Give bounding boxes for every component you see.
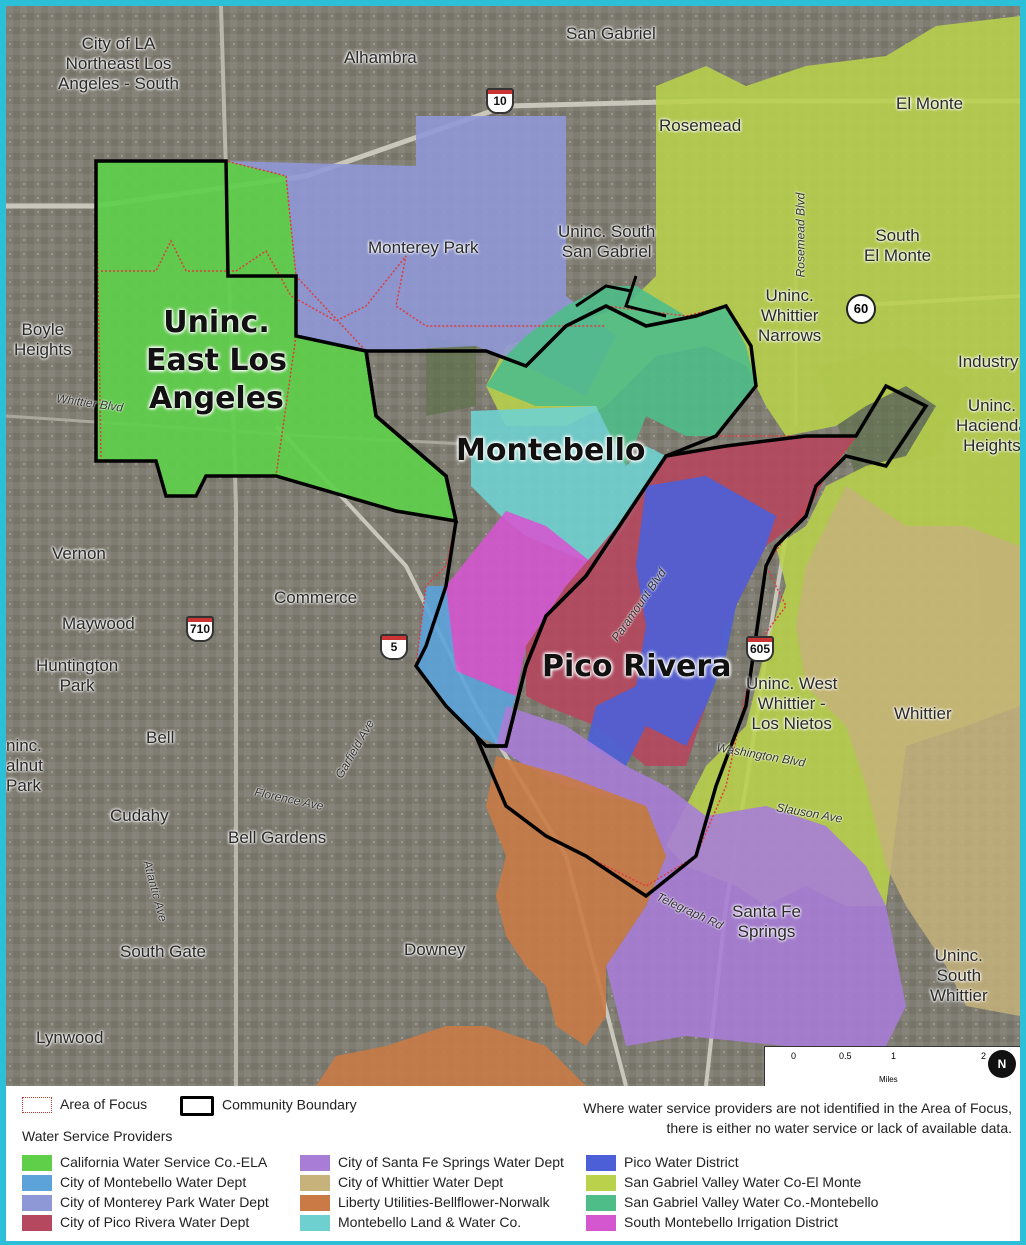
legend-provider-7: Montebello Land & Water Co.	[300, 1214, 521, 1232]
label-city-of-la: City of LA Northeast Los Angeles - South	[58, 34, 179, 93]
zone-south-montebello-irrigation	[446, 511, 596, 696]
i10-shield-icon: 10	[486, 88, 514, 114]
legend-swatch	[300, 1215, 330, 1232]
zone-pico-water-district	[586, 476, 776, 766]
zone-montebello-water	[416, 586, 516, 746]
label-maywood: Maywood	[62, 614, 135, 633]
legend-area-of-focus: Area of Focus	[22, 1096, 147, 1114]
legend: Area of Focus Community Boundary Where w…	[6, 1086, 1020, 1241]
scale-unit: Miles	[879, 1075, 898, 1084]
legend-provider-4: City of Santa Fe Springs Water Dept	[300, 1154, 564, 1172]
legend-swatch	[586, 1215, 616, 1232]
legend-provider-11: South Montebello Irrigation District	[586, 1214, 838, 1232]
label-whittier: Whittier	[894, 704, 952, 723]
label-uninc-whittier-narrows: Uninc. Whittier Narrows	[758, 286, 822, 345]
north-arrow-icon: N	[988, 1050, 1016, 1078]
label-monterey-park: Monterey Park	[368, 238, 479, 257]
i605-shield-icon: 605	[746, 636, 774, 662]
zone-whittier-water	[796, 486, 1020, 1016]
legend-swatch	[22, 1195, 52, 1212]
label-lynwood: Lynwood	[36, 1028, 104, 1047]
legend-swatch	[22, 1215, 52, 1232]
scale-bar: 0 0.5 1 2 Miles	[764, 1046, 1020, 1086]
boundary-pico-rivera	[474, 383, 929, 899]
legend-provider-5: City of Whittier Water Dept	[300, 1174, 503, 1192]
label-uninc-south-san-gabriel: Uninc. South San Gabriel	[558, 222, 656, 261]
label-boyle-heights: Boyle Heights	[14, 320, 72, 359]
legend-provider-9: San Gabriel Valley Water Co-El Monte	[586, 1174, 861, 1192]
label-uninc-hacienda-heights: Uninc. Hacienda Heights	[956, 396, 1020, 455]
legend-swatch	[22, 1175, 52, 1192]
label-downey: Downey	[404, 940, 466, 959]
legend-swatch	[300, 1175, 330, 1192]
label-montebello: Montebello	[456, 433, 646, 468]
legend-provider-6: Liberty Utilities-Bellflower-Norwalk	[300, 1194, 550, 1212]
i710-shield-icon: 710	[186, 616, 214, 642]
label-uninc-east-los-angeles: Uninc. East Los Angeles	[146, 305, 287, 416]
scale-tick-1: 1	[891, 1051, 897, 1061]
boundary-fragment	[575, 275, 667, 318]
label-pico-rivera: Pico Rivera	[542, 649, 732, 684]
sr60-shield-icon: 60	[846, 294, 876, 324]
legend-swatch	[586, 1155, 616, 1172]
legend-title: Water Service Providers	[22, 1128, 173, 1144]
label-santa-fe-springs: Santa Fe Springs	[732, 902, 801, 941]
scale-tick-2: 2	[981, 1051, 987, 1061]
scale-tick-0-5: 0.5	[839, 1051, 852, 1061]
label-commerce: Commerce	[274, 588, 358, 607]
scale-tick-0: 0	[791, 1051, 797, 1061]
legend-provider-0: California Water Service Co.-ELA	[22, 1154, 267, 1172]
map-figure: San Gabriel City of LA Northeast Los Ang…	[6, 6, 1020, 1241]
label-bell: Bell	[146, 728, 175, 747]
boundary-outline-icon	[180, 1096, 214, 1116]
zone-liberty-utilities-south	[316, 1026, 586, 1086]
zone-cal-water-ela	[96, 161, 456, 521]
legend-provider-8: Pico Water District	[586, 1154, 739, 1172]
label-uninc-south-whittier: Uninc. South Whittier	[930, 946, 988, 1005]
map-area: San Gabriel City of LA Northeast Los Ang…	[6, 6, 1020, 1086]
park-area	[426, 336, 476, 416]
legend-swatch	[586, 1195, 616, 1212]
label-south-el-monte: South El Monte	[864, 226, 932, 265]
label-bell-gardens: Bell Gardens	[228, 828, 327, 847]
label-huntington-park: Huntington Park	[36, 656, 119, 695]
label-rosemead: Rosemead	[659, 116, 742, 135]
legend-swatch	[586, 1175, 616, 1192]
label-industry: Industry	[958, 352, 1019, 371]
i5-shield-icon: 5	[380, 634, 408, 660]
area-of-focus-inner-line	[101, 239, 606, 327]
legend-swatch	[300, 1195, 330, 1212]
legend-swatch	[300, 1155, 330, 1172]
legend-provider-10: San Gabriel Valley Water Co.-Montebello	[586, 1194, 878, 1212]
label-uninc-west-whittier: Uninc. West Whittier - Los Nietos	[746, 674, 838, 733]
zone-liberty-utilities	[486, 756, 666, 1046]
zone-sgv-montebello	[486, 286, 756, 466]
dotted-outline-icon	[22, 1097, 52, 1114]
label-vernon: Vernon	[52, 544, 106, 563]
legend-provider-2: City of Monterey Park Water Dept	[22, 1194, 269, 1212]
legend-note: Where water service providers are not id…	[583, 1100, 1012, 1136]
label-alhambra: Alhambra	[344, 48, 417, 67]
legend-provider-3: City of Pico Rivera Water Dept	[22, 1214, 249, 1232]
map-canvas	[6, 6, 1020, 1086]
label-san-gabriel: San Gabriel	[566, 24, 656, 43]
legend-swatch	[22, 1155, 52, 1172]
label-south-gate: South Gate	[120, 942, 207, 961]
label-uninc-walnut-park: ninc. alnut Park	[6, 736, 43, 795]
legend-community-boundary: Community Boundary	[180, 1096, 357, 1116]
street-rosemead-blvd: Rosemead Blvd	[793, 192, 808, 278]
legend-provider-1: City of Montebello Water Dept	[22, 1174, 246, 1192]
label-cudahy: Cudahy	[110, 806, 169, 825]
label-el-monte: El Monte	[896, 94, 964, 113]
